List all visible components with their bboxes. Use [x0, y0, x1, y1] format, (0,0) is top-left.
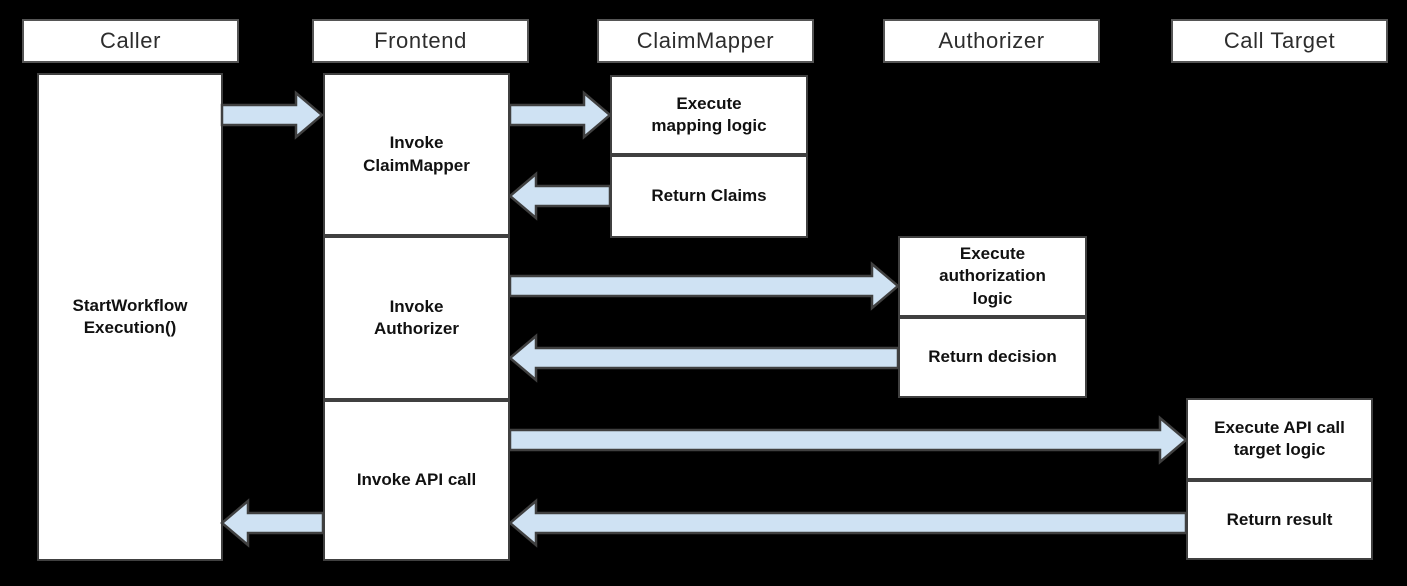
lifeline-header-caller: Caller [22, 19, 239, 63]
activity-box-return-claims: Return Claims [610, 155, 808, 238]
arrow-invoke-api-call-to-execute-api-call-target-logic-icon [508, 415, 1188, 465]
activity-box-return-decision: Return decision [898, 317, 1087, 398]
activity-box-startworkflow-execution: StartWorkflow Execution() [37, 73, 223, 561]
activity-box-execute-authorization-logic: Execute authorization logic [898, 236, 1087, 317]
arrow-invoke-api-call-to-startworkflow-execution-icon [220, 498, 325, 548]
activity-box-execute-api-call-target-logic: Execute API call target logic [1186, 398, 1373, 480]
lifeline-header-authorizer: Authorizer [883, 19, 1100, 63]
lifeline-header-call-target: Call Target [1171, 19, 1388, 63]
arrow-return-decision-to-invoke-authorizer-icon [508, 333, 900, 383]
lifeline-header-claimmapper: ClaimMapper [597, 19, 814, 63]
activity-box-invoke-api-call: Invoke API call [323, 400, 510, 561]
arrow-startworkflow-to-invoke-claimmapper-icon [220, 90, 324, 140]
arrow-invoke-authorizer-to-execute-authorization-logic-icon [508, 261, 900, 311]
activity-box-execute-mapping-logic: Execute mapping logic [610, 75, 808, 155]
arrow-return-claims-to-invoke-claimmapper-icon [508, 171, 612, 221]
arrow-invoke-claimmapper-to-execute-mapping-logic-icon [508, 90, 612, 140]
activity-box-invoke-authorizer: Invoke Authorizer [323, 236, 510, 400]
arrow-return-result-to-invoke-api-call-icon [508, 498, 1188, 548]
activity-box-invoke-claimmapper: Invoke ClaimMapper [323, 73, 510, 236]
activity-box-return-result: Return result [1186, 480, 1373, 560]
lifeline-header-frontend: Frontend [312, 19, 529, 63]
